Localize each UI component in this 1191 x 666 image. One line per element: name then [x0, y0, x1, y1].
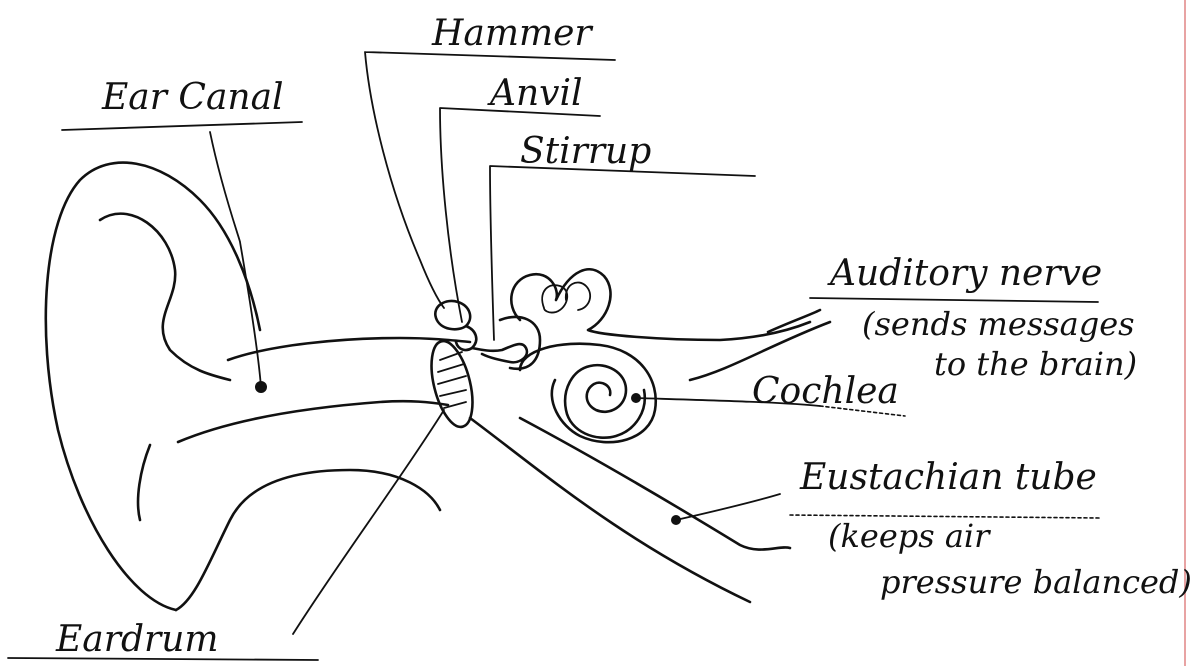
label-eustachian-note-1: (keeps air	[828, 520, 989, 552]
ear-canal-leader	[62, 122, 302, 387]
stirrup-leader	[490, 166, 755, 340]
label-stirrup: Stirrup	[520, 134, 651, 170]
outer-ear-outline	[46, 163, 260, 610]
ear-canal-lower	[178, 401, 448, 442]
eustachian-tube-lower	[470, 418, 750, 602]
label-auditory-nerve-note-1: (sends messages	[862, 308, 1135, 340]
label-hammer: Hammer	[432, 16, 592, 52]
semicircular-canal-loop-2	[566, 282, 590, 310]
label-auditory-nerve: Auditory nerve	[830, 256, 1102, 292]
label-eustachian-tube: Eustachian tube	[800, 460, 1097, 496]
stirrup-bone	[472, 344, 527, 362]
outer-ear-lower-fold	[176, 470, 440, 610]
label-eustachian-note-2: pressure balanced)	[880, 566, 1191, 598]
eardrum-shape	[424, 337, 480, 431]
semicircular-canals-outer	[511, 269, 810, 340]
label-auditory-nerve-note-2: to the brain)	[934, 348, 1137, 380]
outer-ear-lobe-curve	[138, 445, 150, 520]
label-anvil: Anvil	[490, 76, 583, 112]
label-eardrum: Eardrum	[56, 622, 219, 658]
auditory-nerve-leader	[810, 298, 1098, 302]
eustachian-tube-upper	[520, 418, 790, 550]
outer-ear-inner-fold	[100, 214, 230, 380]
label-cochlea: Cochlea	[752, 374, 899, 410]
eustachian-leader	[676, 494, 780, 520]
label-ear-canal: Ear Canal	[102, 80, 284, 116]
hammer-bone	[435, 301, 470, 329]
